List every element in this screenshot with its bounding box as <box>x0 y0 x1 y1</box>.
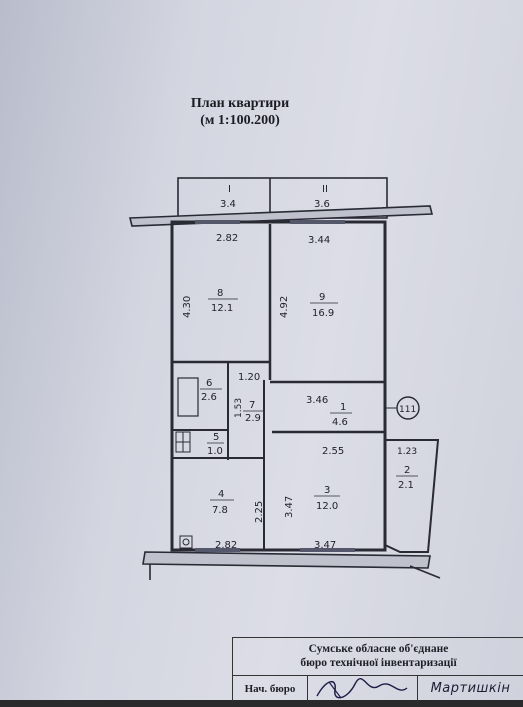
apartment-marker: 111 <box>399 405 416 415</box>
dimension-label: 1.23 <box>397 447 417 457</box>
signature <box>307 676 418 702</box>
room-number: 2 <box>404 465 410 476</box>
room-area: 12.0 <box>316 501 338 512</box>
dimension-label: 1.20 <box>238 372 260 383</box>
dimension-label: 3.47 <box>314 540 336 551</box>
room-number: 7 <box>249 400 255 411</box>
dimension-label: 2.82 <box>215 540 237 551</box>
balcony-number: I <box>228 184 231 195</box>
dimension-label: 1.53 <box>234 398 244 418</box>
organization-name: Сумське обласне об'єднане <box>308 643 449 655</box>
dimension-label: 2.55 <box>322 446 344 457</box>
signatory-name: Мартишкін <box>430 681 511 696</box>
room-area: 4.6 <box>332 417 348 428</box>
plan-title: План квартири <box>190 96 290 111</box>
room-number: 1 <box>340 402 346 413</box>
room-area: 2.6 <box>201 392 217 403</box>
organization-name-2: бюро технічної інвентаризації <box>300 657 457 669</box>
room-area: 7.8 <box>212 505 228 516</box>
room-area: 16.9 <box>312 308 334 319</box>
room-area: 12.1 <box>211 303 233 314</box>
balcony-number: II <box>322 184 328 195</box>
room-area: 1.0 <box>207 446 223 457</box>
signature-row: Нач. бюро Мартишкін <box>233 675 523 702</box>
room-area: 2.1 <box>398 480 414 491</box>
role-label: Нач. бюро <box>233 676 308 702</box>
dimension-label: 4.30 <box>182 296 193 318</box>
dimension-label: 3.46 <box>306 395 328 406</box>
room-number: 4 <box>218 489 224 500</box>
room-number: 5 <box>213 432 219 443</box>
room-number: 6 <box>206 378 212 389</box>
dimension-label: 2.82 <box>216 233 238 244</box>
room-number: 8 <box>217 288 223 299</box>
balcony-area: 3.4 <box>220 199 236 210</box>
dimension-label: 3.44 <box>308 235 330 246</box>
plan-scale: (м 1:100.200) <box>200 113 280 128</box>
signature-icon <box>316 677 408 699</box>
balcony-area: 3.6 <box>314 199 330 210</box>
room-area: 2.9 <box>245 413 261 424</box>
title-block-stamp: Сумське обласне об'єднане бюро технічної… <box>232 637 523 702</box>
dimension-label: 3.47 <box>284 496 295 518</box>
dimension-label: 4.92 <box>279 296 290 318</box>
dimension-label: 2.25 <box>254 501 265 523</box>
room-number: 9 <box>319 292 325 303</box>
room-number: 3 <box>324 485 330 496</box>
